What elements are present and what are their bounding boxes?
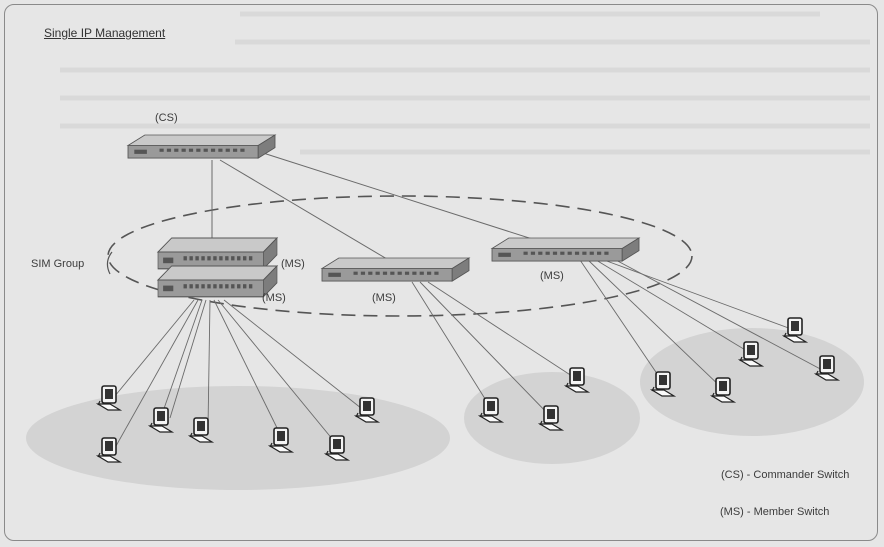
legend-commander: (CS) - Commander Switch (721, 469, 850, 481)
sim-group-label: SIM Group (31, 258, 85, 270)
member-switch-b-label: (MS) (262, 292, 286, 304)
commander-switch-label: (CS) (155, 112, 178, 124)
sim-group-bracket (106, 251, 113, 275)
member-stack-links (109, 299, 367, 447)
diagram-title: Single IP Management (44, 26, 166, 40)
member-switch-d (491, 237, 640, 262)
legend-member: (MS) - Member Switch (720, 506, 830, 518)
member-switch-c-label: (MS) (372, 292, 396, 304)
diagram-frame (4, 4, 878, 541)
commander-switch (127, 134, 276, 159)
member-switch-c (321, 257, 470, 282)
member-switch-stack-top (157, 237, 278, 270)
sim-group-boundary (107, 195, 693, 317)
host-cluster-right (640, 328, 864, 436)
member-switch-a-label: (MS) (281, 258, 305, 270)
host-cluster-left (26, 386, 450, 490)
commander-links (211, 151, 549, 263)
member-d-links (579, 257, 827, 391)
member-switch-stack-bottom (157, 265, 278, 298)
member-switch-d-label: (MS) (540, 270, 564, 282)
member-c-links (411, 281, 579, 419)
